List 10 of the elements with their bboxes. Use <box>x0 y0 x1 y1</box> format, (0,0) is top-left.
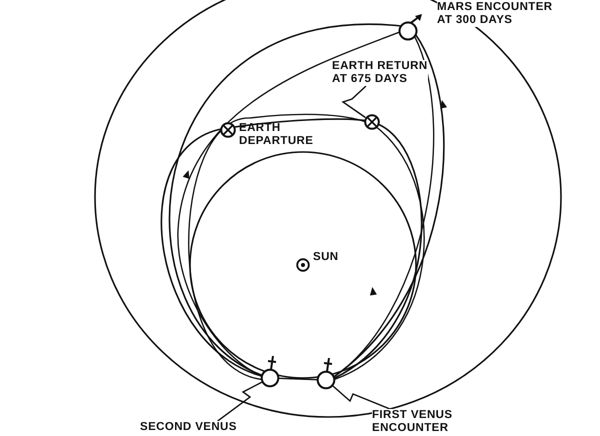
leader-line <box>341 85 366 118</box>
earth-symbol-icon <box>220 122 236 138</box>
trajectory-line <box>278 378 318 380</box>
sun-symbol-icon <box>296 258 310 272</box>
point-label: MARS ENCOUNTER AT 300 DAYS <box>437 1 555 27</box>
point-label: SUN <box>313 251 340 264</box>
callout-label: EARTH RETURN AT 675 DAYS <box>332 60 428 86</box>
leader-line <box>332 385 390 410</box>
leader-line <box>217 381 262 422</box>
earth-symbol-icon <box>364 114 380 130</box>
